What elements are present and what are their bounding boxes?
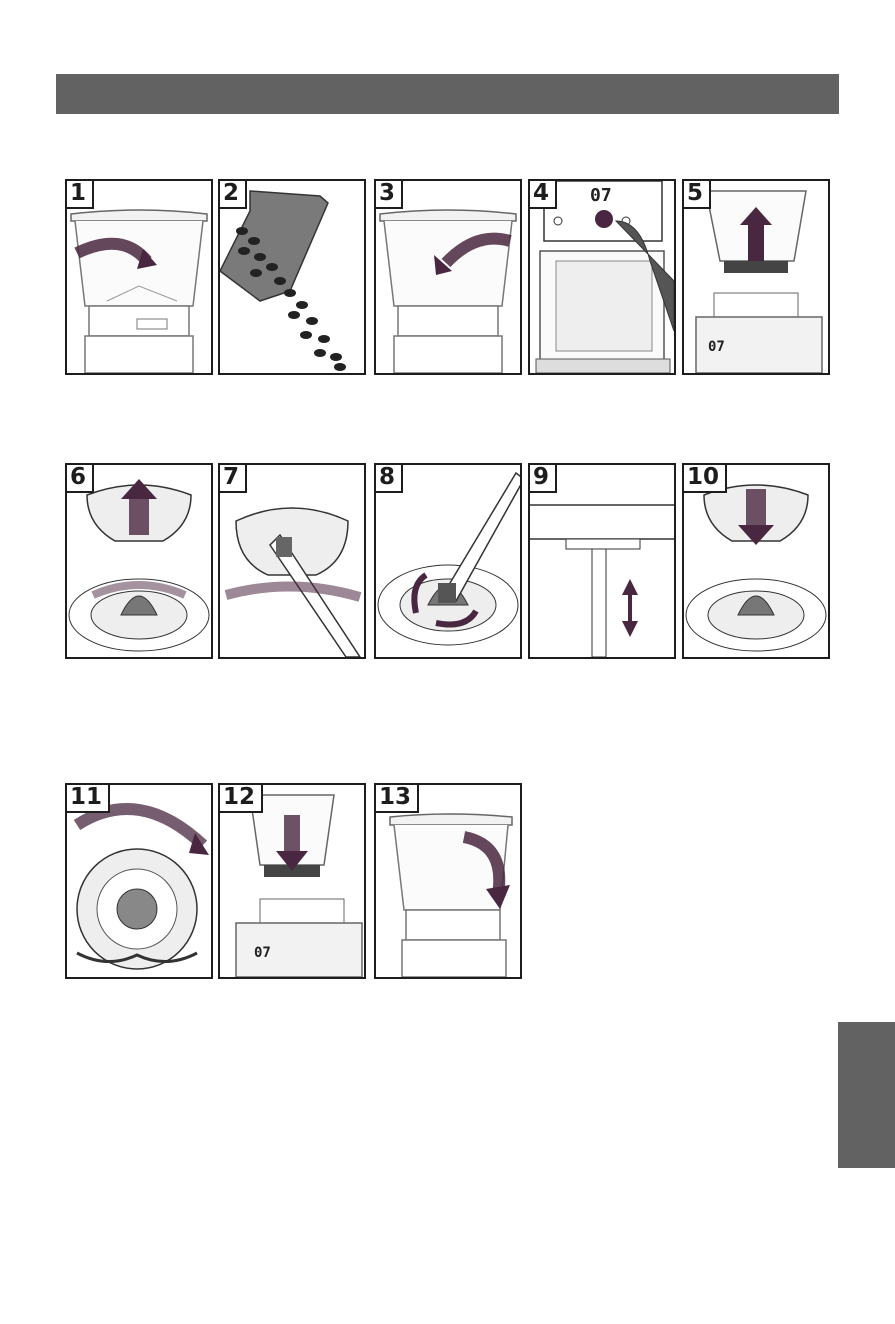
step-number: 3 — [374, 179, 403, 209]
step-panel-2: 2 — [218, 179, 366, 375]
display-readout: 07 — [254, 945, 271, 961]
grinder-button-press-illustration: 07 — [530, 181, 674, 373]
step-panel-4: 4 07 — [528, 179, 676, 375]
section-header-bar — [56, 74, 839, 114]
close-hopper-lid-illustration — [376, 785, 520, 977]
display-readout: 07 — [708, 339, 725, 355]
step-panel-13: 13 — [374, 783, 522, 979]
step-panel-11: 11 — [65, 783, 213, 979]
step-panel-5: 5 07 — [682, 179, 830, 375]
step-panel-8: 8 — [374, 463, 522, 659]
step-number: 2 — [218, 179, 247, 209]
grinder-hopper-close-illustration — [376, 181, 520, 373]
brush-upper-burr-illustration — [220, 465, 364, 657]
place-hopper-illustration: 07 — [220, 785, 364, 977]
step-number: 13 — [374, 783, 419, 813]
step-number: 9 — [528, 463, 557, 493]
step-panel-6: 6 — [65, 463, 213, 659]
step-number: 4 — [528, 179, 557, 209]
step-panel-10: 10 — [682, 463, 830, 659]
step-number: 11 — [65, 783, 110, 813]
turn-burr-lock-illustration — [67, 785, 211, 977]
step-number: 6 — [65, 463, 94, 493]
step-panel-9: 9 — [528, 463, 676, 659]
remove-hopper-illustration: 07 — [684, 181, 828, 373]
brush-lower-burr-illustration — [376, 465, 520, 657]
grinder-hopper-open-illustration — [67, 181, 211, 373]
step-number: 10 — [682, 463, 727, 493]
display-readout: 07 — [590, 185, 612, 206]
coffee-beans-pouring-illustration — [220, 181, 364, 373]
clean-chute-illustration — [530, 465, 674, 657]
step-number: 12 — [218, 783, 263, 813]
step-number: 5 — [682, 179, 711, 209]
insert-upper-burr-illustration — [684, 465, 828, 657]
step-panel-3: 3 — [374, 179, 522, 375]
step-panel-7: 7 — [218, 463, 366, 659]
step-panel-12: 12 07 — [218, 783, 366, 979]
remove-upper-burr-illustration — [67, 465, 211, 657]
step-number: 7 — [218, 463, 247, 493]
step-panel-1: 1 — [65, 179, 213, 375]
step-number: 1 — [65, 179, 94, 209]
step-number: 8 — [374, 463, 403, 493]
chapter-side-tab — [838, 1022, 895, 1168]
